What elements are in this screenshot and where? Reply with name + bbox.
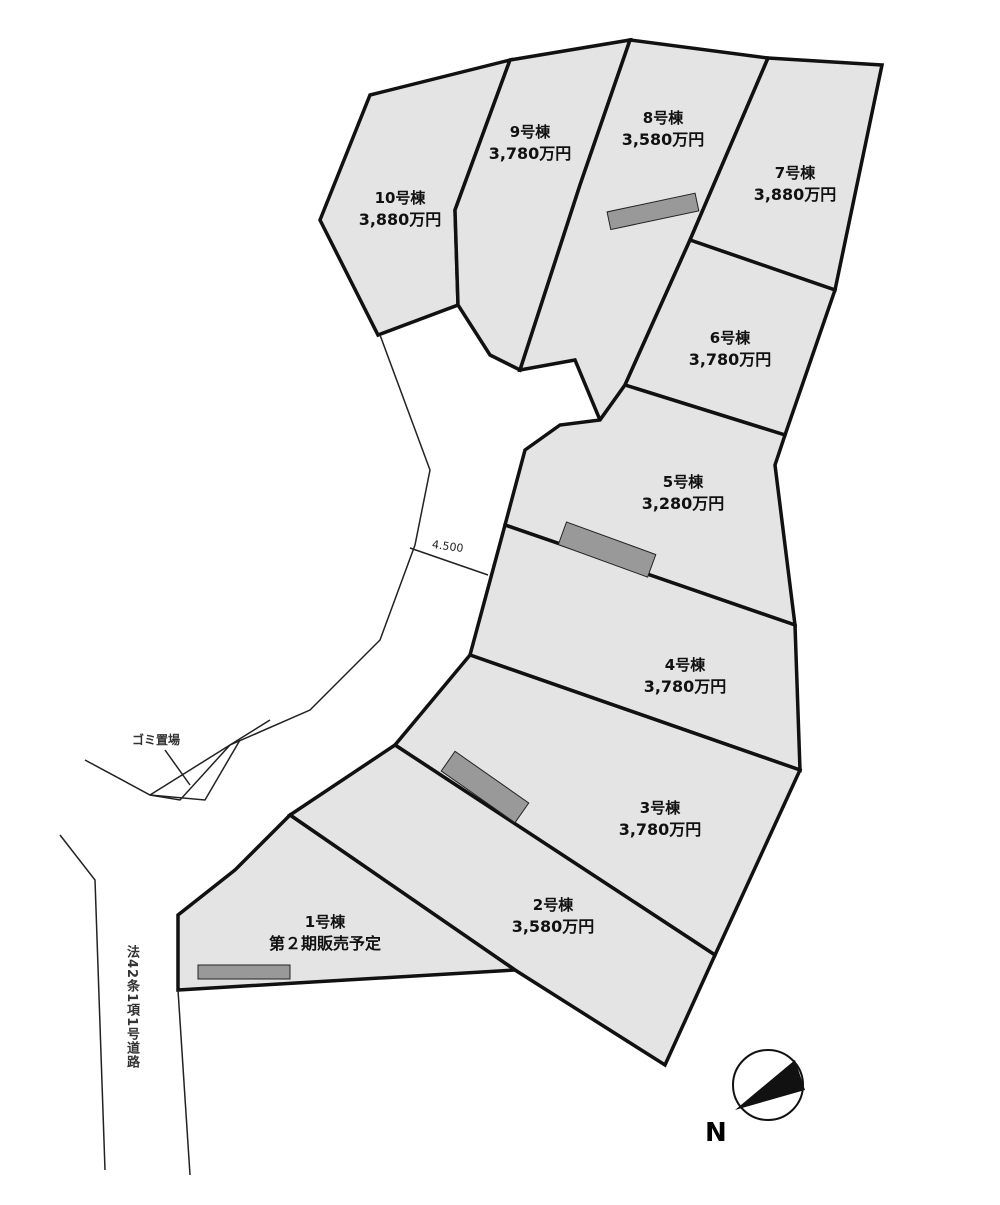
road-label: 法42条1項1号道路 — [124, 945, 139, 1070]
north-label: N — [705, 1118, 727, 1148]
lot-1-label: 1号棟第２期販売予定 — [268, 913, 382, 953]
garbage-area-label: ゴミ置場 — [132, 733, 181, 747]
stairs — [197, 192, 700, 980]
lot-1[interactable] — [176, 812, 521, 992]
lot-2[interactable] — [286, 742, 718, 1068]
compass-rose — [732, 1049, 805, 1121]
road-lines — [59, 334, 489, 1176]
